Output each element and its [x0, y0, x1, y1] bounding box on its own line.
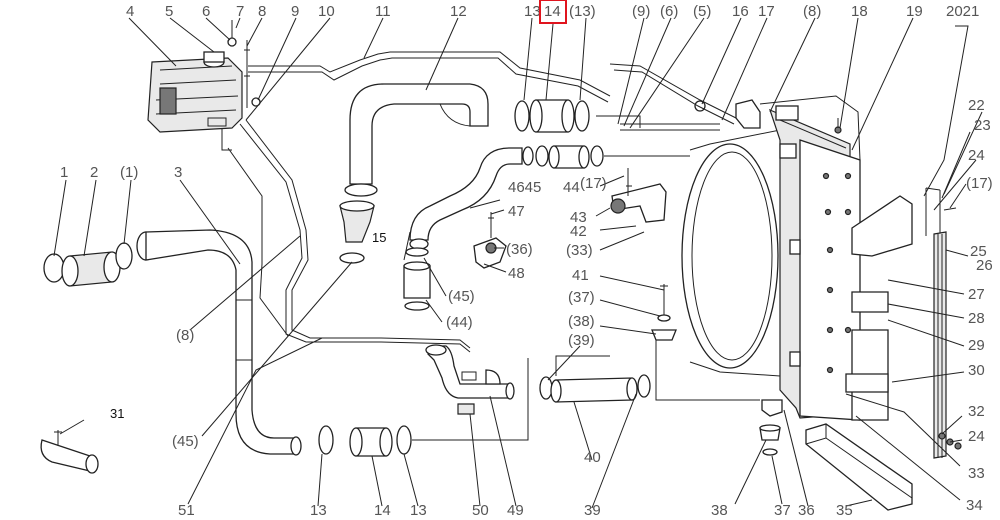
- label-9: 9: [291, 3, 299, 20]
- parts-drawings: [40, 20, 962, 511]
- label-14-highlight-box: [539, 0, 567, 24]
- label-38-bottom: 38: [711, 502, 728, 519]
- label-2021: 2021: [946, 3, 979, 20]
- expansion-tank: [147, 51, 243, 133]
- label-17-paren-mid: (17): [580, 175, 607, 192]
- label-27: 27: [968, 286, 985, 303]
- label-14-highlighted: 14: [544, 3, 561, 20]
- label-34: 34: [966, 497, 983, 514]
- label-44: 44: [563, 179, 580, 196]
- label-12: 12: [450, 3, 467, 20]
- label-33: 33: [968, 465, 985, 482]
- label-29: 29: [968, 337, 985, 354]
- label-31: 31: [110, 406, 124, 421]
- label-24-lower: 24: [968, 428, 985, 445]
- label-3: 3: [174, 164, 182, 181]
- label-13: 13: [524, 3, 541, 20]
- leader-lines: [53, 17, 983, 509]
- label-7: 7: [236, 3, 244, 20]
- label-18: 18: [851, 3, 868, 20]
- label-35-bottom: 35: [836, 502, 853, 519]
- label-36-paren: (36): [506, 241, 533, 258]
- label-15: 15: [372, 230, 386, 245]
- label-9-paren: (9): [632, 3, 650, 20]
- label-43: 43: [570, 209, 587, 226]
- label-25: 25: [970, 243, 987, 260]
- part-labels-middle: 15 4645 44 (17) 47 43 42 (36) (33) 48 41…: [372, 175, 607, 466]
- label-13-bottom-right: 13: [410, 502, 427, 519]
- label-14-bottom: 14: [374, 502, 391, 519]
- label-39-paren: (39): [568, 332, 595, 349]
- label-2: 2: [90, 164, 98, 181]
- label-5-paren: (5): [693, 3, 711, 20]
- label-42: 42: [570, 223, 587, 240]
- label-4645: 4645: [508, 179, 541, 196]
- label-1: 1: [60, 164, 68, 181]
- label-8: 8: [258, 3, 266, 20]
- label-45-paren-mid: (45): [448, 288, 475, 305]
- label-5: 5: [165, 3, 173, 20]
- radiator-bolts: [822, 172, 852, 374]
- label-50: 50: [472, 502, 489, 519]
- label-30: 30: [968, 362, 985, 379]
- label-13-paren: (13): [569, 3, 596, 20]
- label-10: 10: [318, 3, 335, 20]
- label-48: 48: [508, 265, 525, 282]
- label-24-upper: 24: [968, 147, 985, 164]
- label-37-bottom: 37: [774, 502, 791, 519]
- label-38-paren: (38): [568, 313, 595, 330]
- label-16: 16: [732, 3, 749, 20]
- label-17-paren-right: (17): [966, 175, 993, 192]
- part-labels-top: 4 5 6 7 8 9 10 11 12 13 14 (13) (9) (6) …: [126, 0, 979, 24]
- label-17: 17: [758, 3, 775, 20]
- label-6: 6: [202, 3, 210, 20]
- label-26: 26: [976, 257, 993, 274]
- label-37-paren: (37): [568, 289, 595, 306]
- label-8-paren: (8): [803, 3, 821, 20]
- label-23: 23: [974, 117, 991, 134]
- label-19: 19: [906, 3, 923, 20]
- label-36-bottom: 36: [798, 502, 815, 519]
- label-8-paren-left: (8): [176, 327, 194, 344]
- part-labels-left: 1 2 (1) 3 (8) 31 (45) 51: [60, 164, 199, 519]
- label-49: 49: [507, 502, 524, 519]
- label-22: 22: [968, 97, 985, 114]
- label-51: 51: [178, 502, 195, 519]
- label-6-paren: (6): [660, 3, 678, 20]
- label-44-paren: (44): [446, 314, 473, 331]
- label-28: 28: [968, 310, 985, 327]
- label-4: 4: [126, 3, 134, 20]
- label-47: 47: [508, 203, 525, 220]
- label-39-bottom: 39: [584, 502, 601, 519]
- label-32: 32: [968, 403, 985, 420]
- label-11: 11: [375, 3, 391, 20]
- part-labels-right: 22 23 24 (17) 25 26 27 28 29 30 32 24 33…: [966, 97, 993, 514]
- label-40: 40: [584, 449, 601, 466]
- label-45-paren-left: (45): [172, 433, 199, 450]
- label-13-bottom-left: 13: [310, 502, 327, 519]
- label-41: 41: [572, 267, 589, 284]
- part-labels-bottom: 13 14 13 50 49 39 38 37 36 35: [310, 502, 853, 519]
- label-33-paren: (33): [566, 242, 593, 259]
- label-1-paren: (1): [120, 164, 138, 181]
